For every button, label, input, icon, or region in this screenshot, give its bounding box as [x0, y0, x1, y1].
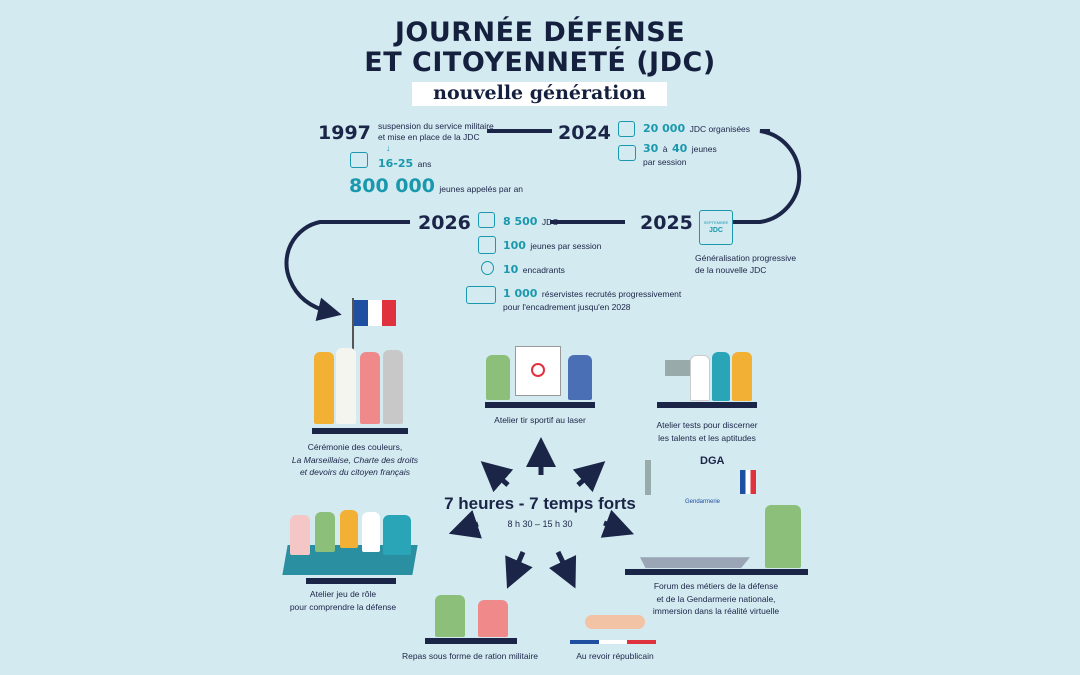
caption-laser: Atelier tir sportif au laser: [494, 415, 586, 425]
calendar-label: JDC: [708, 227, 723, 234]
person-figure: [478, 600, 508, 637]
flagpole: [352, 298, 354, 378]
gendarmerie-logo: Gendarmerie: [685, 499, 721, 505]
calendar-icon: [478, 212, 495, 228]
age-unit: ans: [417, 159, 432, 169]
ship-icon: [640, 557, 750, 568]
dga-logo: DGA: [700, 455, 725, 467]
title-line1: JOURNÉE DÉFENSE: [394, 17, 686, 48]
person-figure: [290, 515, 310, 555]
youth-text2: par session: [643, 157, 687, 167]
vr-person-figure: [765, 505, 801, 568]
base-bar: [425, 638, 517, 644]
youth-2026-text: jeunes par session: [530, 241, 602, 251]
jdc-2024-text: JDC organisées: [689, 124, 751, 134]
handshake-icon: [585, 615, 645, 629]
people-icon: [350, 152, 368, 168]
soldier-icon: [481, 261, 494, 275]
base-bar: [306, 578, 396, 584]
youth-count: 800 000: [349, 175, 435, 197]
title-line2: ET CITOYENNETÉ (JDC): [364, 47, 716, 78]
jdc-2026-count: 8 500: [503, 215, 538, 228]
person-figure: [690, 355, 710, 401]
calendar-icon: [618, 121, 635, 137]
year-2025: 2025: [640, 212, 693, 234]
text-2025-1: Généralisation progressive: [695, 253, 797, 263]
reserve-text2: pour l'encadrement jusqu'en 2028: [503, 302, 631, 312]
center-hours: 8 h 30 – 15 h 30: [507, 519, 573, 529]
staff-count: 10: [503, 263, 519, 276]
people-icon: [478, 236, 496, 254]
youth-sep: à: [662, 144, 668, 154]
person-figure: [712, 352, 730, 401]
youth-min: 30: [643, 142, 659, 155]
navy-logo: [645, 460, 651, 495]
text-2025-2: de la nouvelle JDC: [695, 265, 767, 275]
caption-meal: Repas sous forme de ration militaire: [401, 651, 539, 661]
target-icon: [515, 346, 561, 396]
center-title: 7 heures - 7 temps forts: [444, 494, 636, 513]
laptop-icon: [665, 360, 691, 376]
text-1997-1: suspension du service militaire: [378, 121, 494, 131]
base-bar: [657, 402, 757, 408]
youth-count-text: jeunes appelés par an: [439, 184, 524, 194]
age-range: 16-25: [378, 157, 414, 170]
year-2026: 2026: [418, 212, 471, 234]
calendar-month: SEPTEMBRE: [703, 220, 729, 225]
youth-2026-count: 100: [503, 239, 526, 252]
person-figure: [360, 352, 380, 424]
french-flag-icon: [354, 300, 396, 326]
jdc-2026-text: JDC: [541, 217, 559, 227]
base-bar: [312, 428, 408, 434]
person-figure: [362, 512, 380, 552]
reserve-count: 1 000: [503, 287, 538, 300]
year-2024: 2024: [558, 122, 611, 144]
person-figure: [568, 355, 592, 400]
person-figure: [340, 510, 358, 548]
center-arrows: [448, 437, 635, 589]
subtitle: nouvelle génération: [412, 82, 667, 106]
person-figure: [315, 512, 335, 552]
person-figure: [486, 355, 510, 400]
youth-text1: jeunes: [691, 144, 717, 154]
person-figure: [336, 348, 356, 424]
staff-text: encadrants: [522, 265, 565, 275]
air-force-logo: [740, 470, 756, 494]
person-figure: [732, 352, 752, 401]
person-figure: [383, 350, 403, 424]
reserve-text1: réservistes recrutés progressivement: [541, 289, 682, 299]
text-1997-2: et mise en place de la JDC: [378, 132, 480, 142]
calendar-september-icon: SEPTEMBRE JDC: [699, 210, 733, 245]
caption-ceremony: Cérémonie des couleurs, La Marseillaise,…: [291, 442, 419, 477]
youth-max: 40: [671, 142, 688, 155]
person-figure: [383, 515, 411, 555]
person-figure: [435, 595, 465, 637]
reservists-icon: [466, 286, 496, 304]
people-icon: [618, 145, 636, 161]
down-arrow-icon: ↓: [386, 143, 391, 153]
person-figure: [314, 352, 334, 424]
tricolor-bar: [570, 640, 657, 644]
caption-farewell: Au revoir républicain: [576, 651, 654, 661]
base-bar: [625, 569, 808, 575]
jdc-2024-count: 20 000: [643, 122, 686, 135]
base-bar: [485, 402, 595, 408]
year-1997: 1997: [318, 122, 371, 144]
